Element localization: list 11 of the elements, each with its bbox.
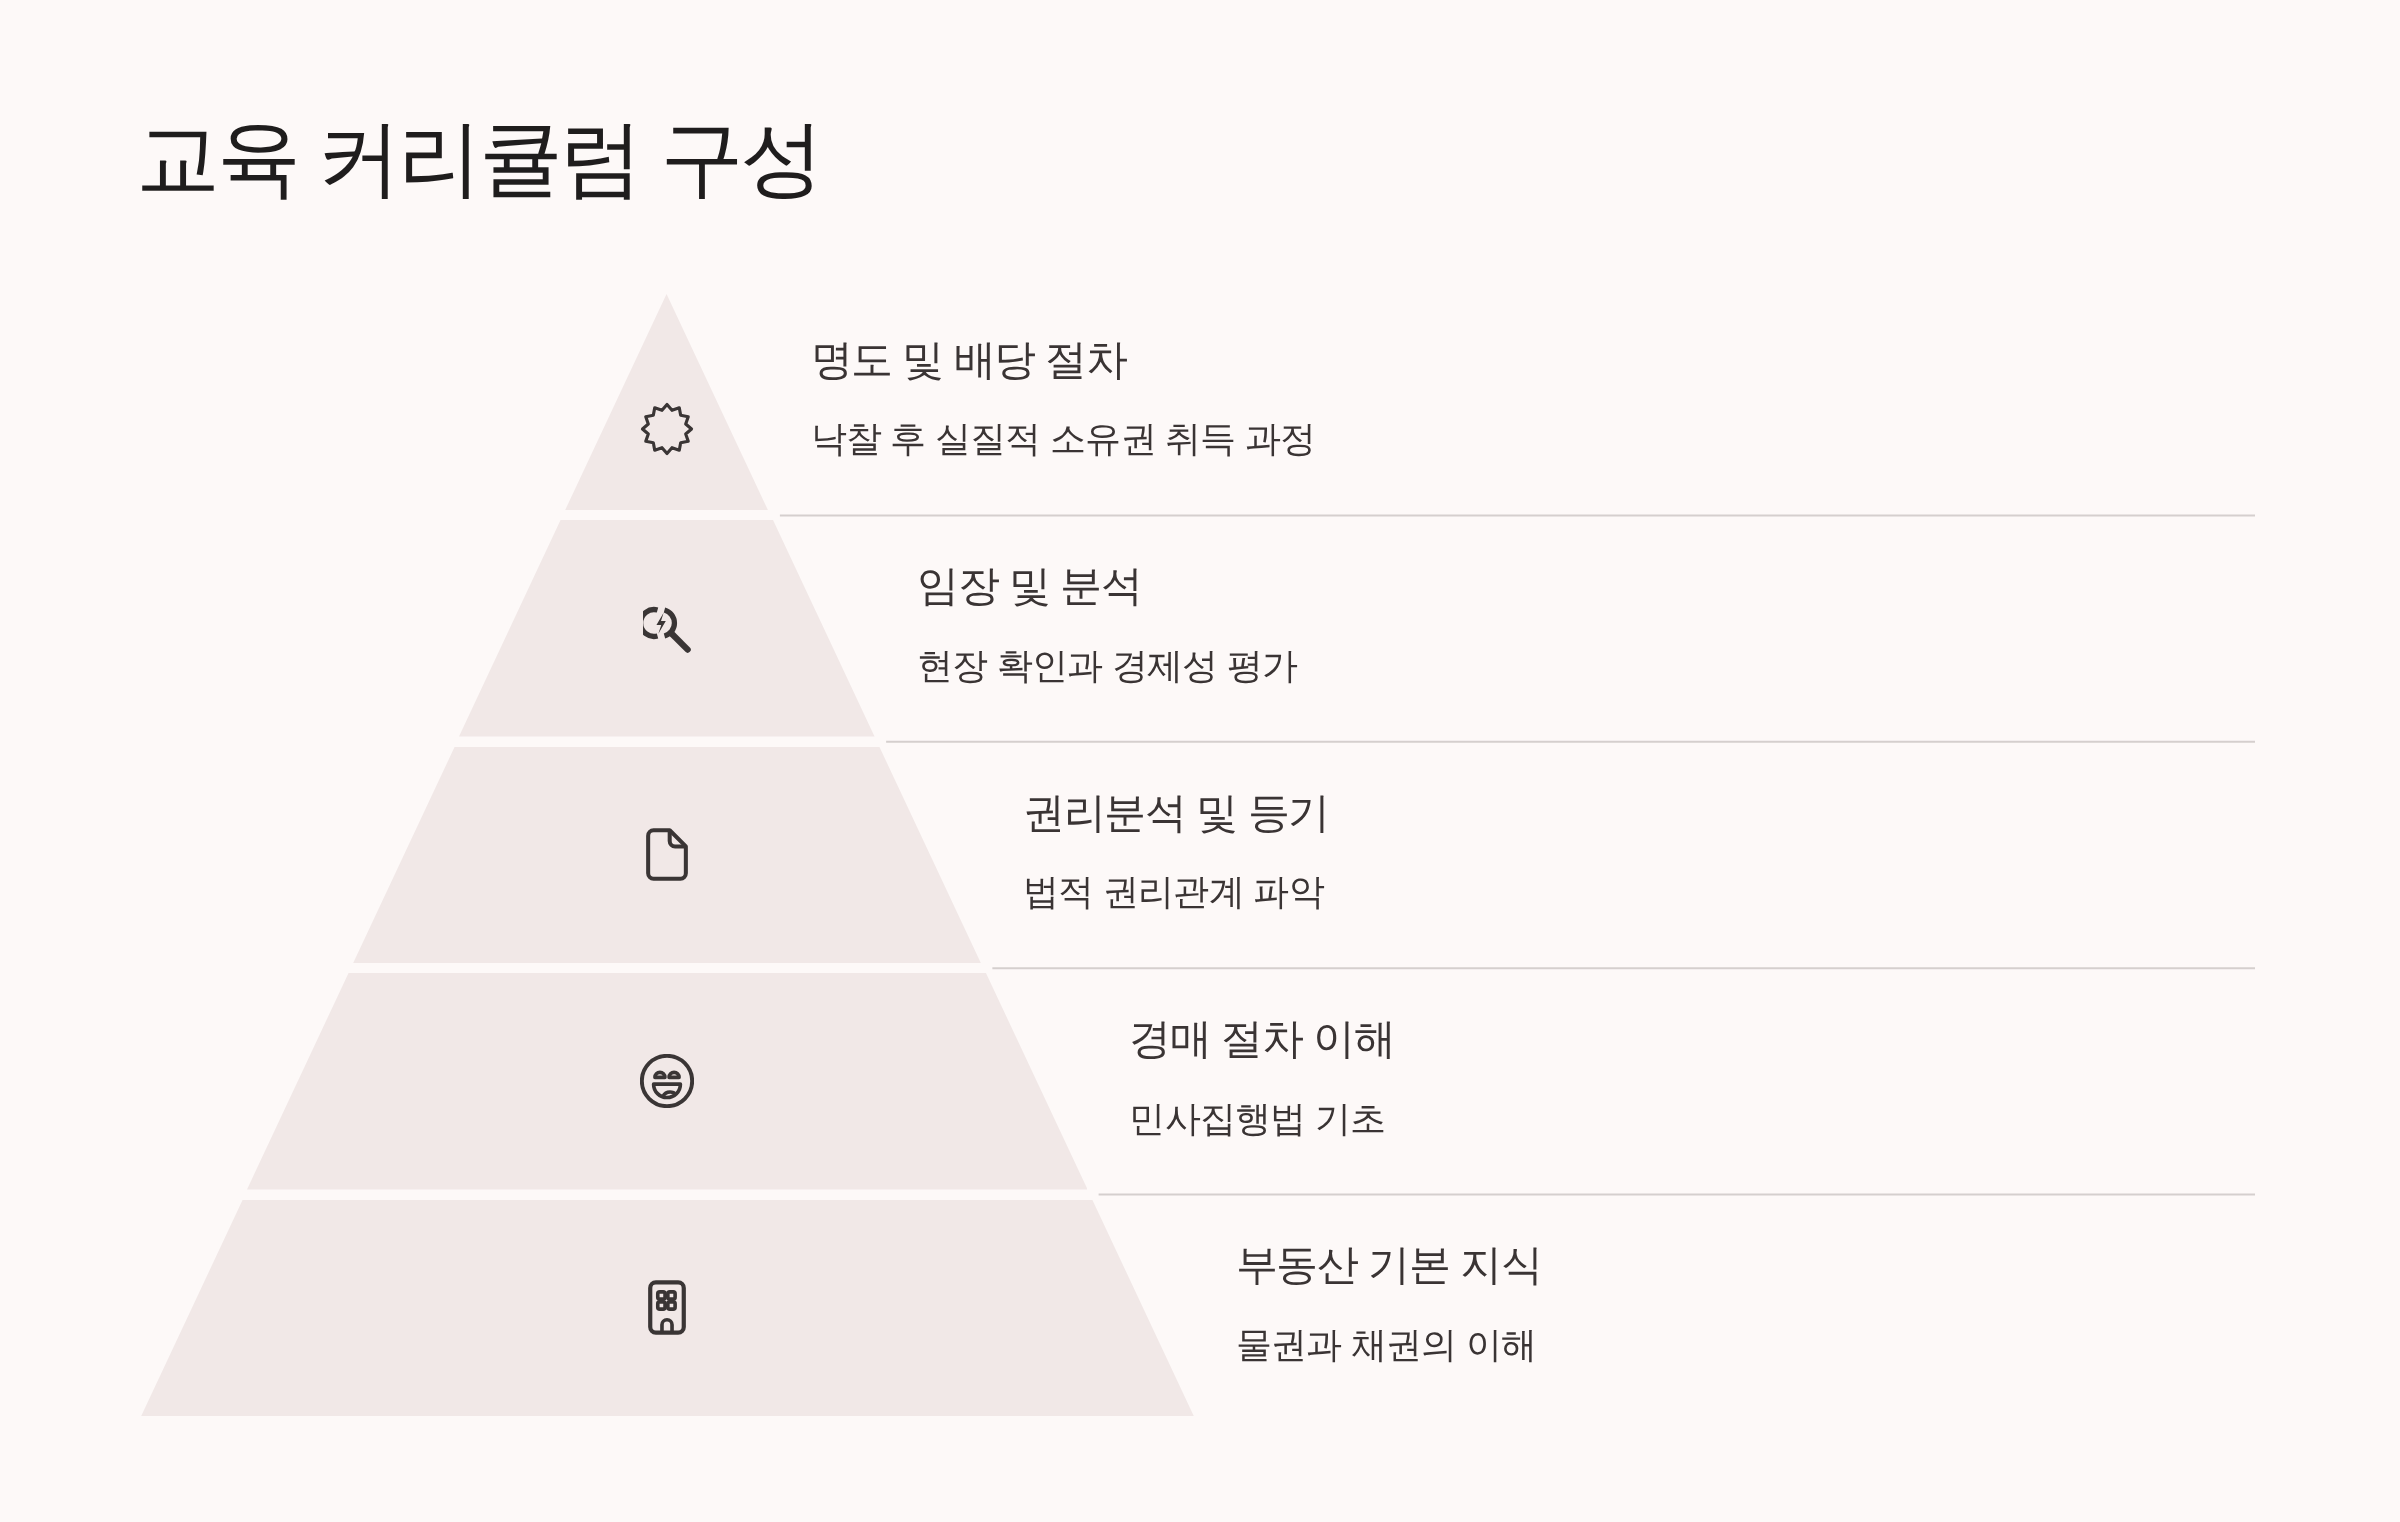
step-description: 낙찰 후 실질적 소유권 취득 과정	[810, 417, 1316, 461]
page-title: 교육 커리큘럼 구성	[136, 110, 822, 207]
step-description: 법적 권리관계 파악	[1023, 870, 1324, 914]
step-title: 경매 절차 이해	[1129, 1014, 1395, 1064]
step-description: 물권과 채권의 이해	[1235, 1323, 1537, 1367]
step-title: 권리분석 및 등기	[1023, 787, 1329, 838]
step-title: 명도 및 배당 절차	[810, 334, 1127, 385]
step-title: 부동산 기본 지식	[1235, 1240, 1542, 1291]
step-description: 현장 확인과 경제성 평가	[916, 643, 1298, 687]
step-title: 임장 및 분석	[916, 561, 1142, 612]
step-description: 민사집행법 기초	[1129, 1096, 1386, 1140]
